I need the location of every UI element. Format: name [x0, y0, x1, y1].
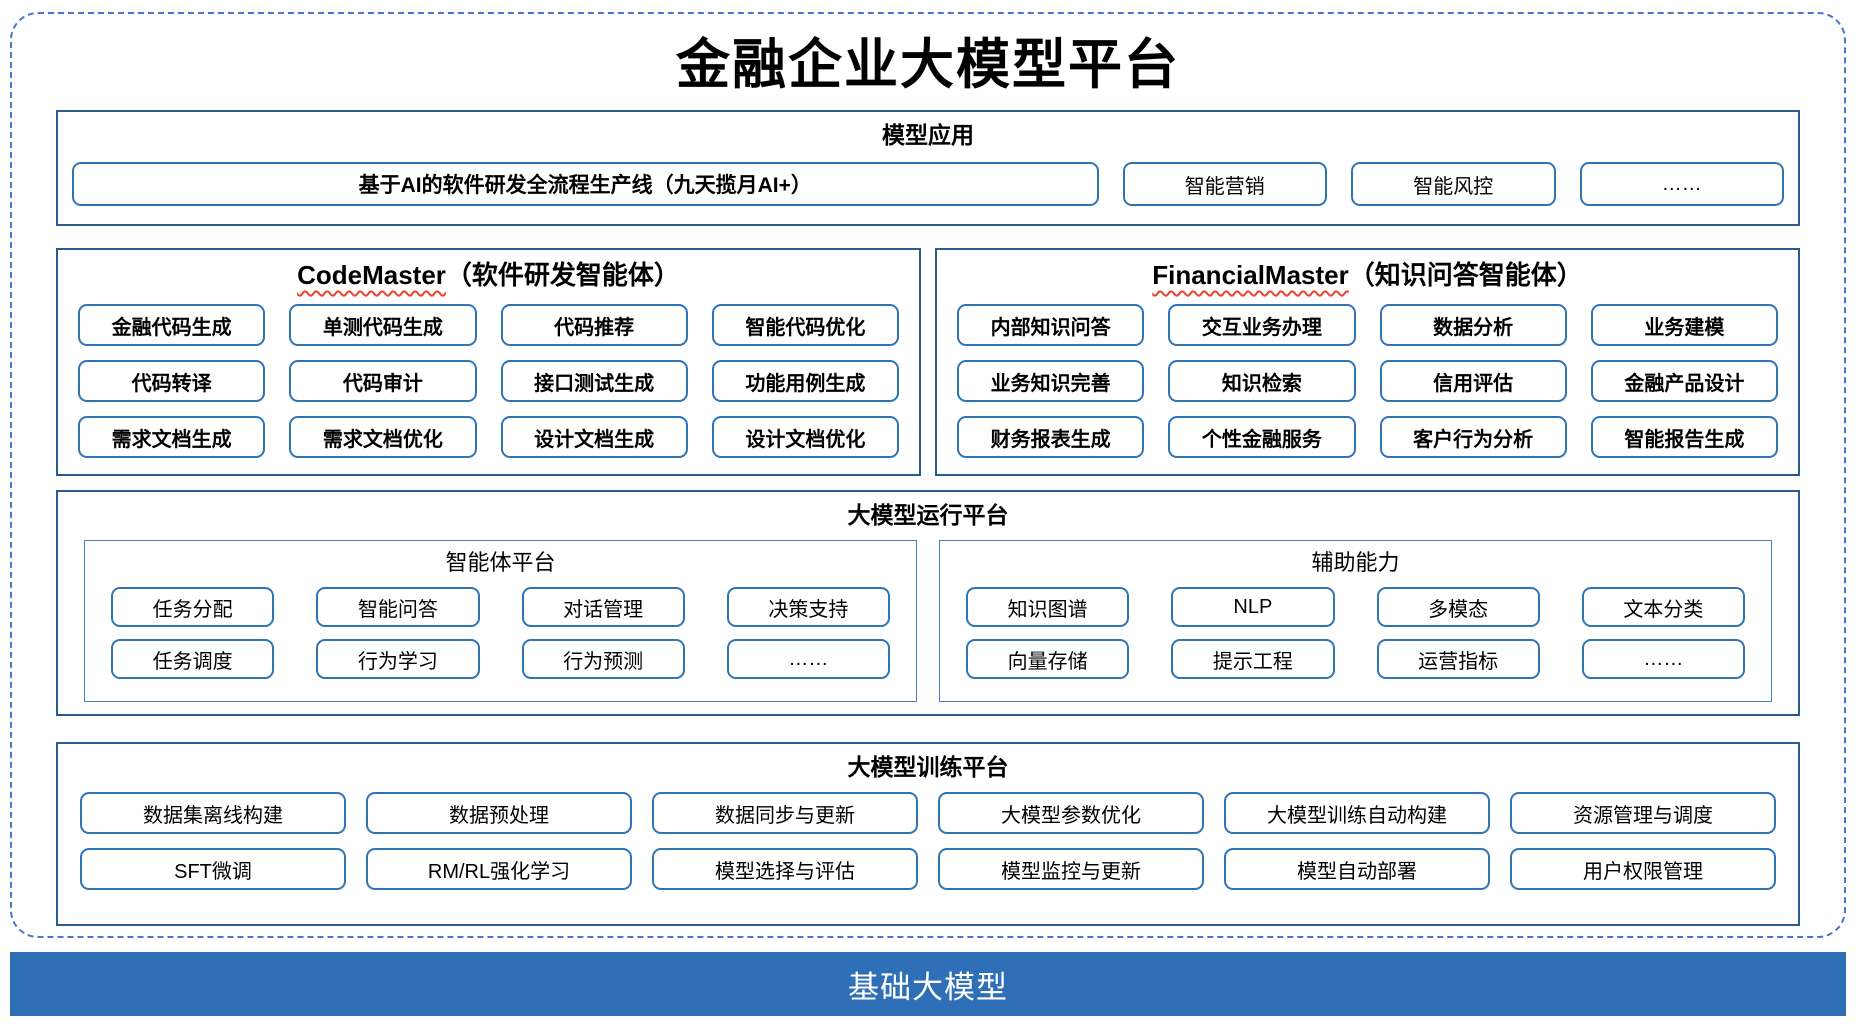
financial-master-item-box: 智能报告生成 — [1590, 416, 1778, 458]
agent-platform-item-box: 行为学习 — [316, 639, 480, 679]
panel-code-master: CodeMaster（软件研发智能体） 金融代码生成单测代码生成代码推荐智能代码… — [56, 248, 921, 476]
financial-master-item-box: 交互业务办理 — [1168, 304, 1356, 346]
training-platform-header: 大模型训练平台 — [847, 754, 1009, 780]
code-master-item-box: 需求文档生成 — [78, 416, 266, 458]
financial-master-item-box: 信用评估 — [1379, 360, 1567, 402]
training-item-box: 模型自动部署 — [1224, 848, 1490, 890]
auxiliary-capability-item-box: …… — [1581, 639, 1745, 679]
training-item-box: 资源管理与调度 — [1510, 792, 1776, 834]
auxiliary-capability-title: 辅助能力 — [1311, 550, 1400, 575]
agent-platform-grid: 任务分配 智能问答 对话管理 决策支持任务调度 行为学习 行为预测 …… — [111, 587, 890, 679]
training-item-box: 模型监控与更新 — [938, 848, 1204, 890]
training-item-box: 大模型参数优化 — [938, 792, 1204, 834]
financial-master-item-box: 金融产品设计 — [1590, 360, 1778, 402]
section-model-application: 模型应用 基于AI的软件研发全流程生产线（九天揽月AI+） 智能营销智能风控 …… — [56, 110, 1800, 226]
financial-master-item-box: 内部知识问答 — [957, 304, 1145, 346]
auxiliary-capability-item-box: 多模态 — [1376, 587, 1540, 627]
financial-master-name: FinancialMaster — [1152, 260, 1349, 290]
agent-platform-item-box: 行为预测 — [521, 639, 685, 679]
training-item-box: 数据预处理 — [366, 792, 632, 834]
training-item-box: 数据集离线构建 — [80, 792, 346, 834]
agents-row: CodeMaster（软件研发智能体） 金融代码生成单测代码生成代码推荐智能代码… — [56, 248, 1800, 476]
agent-platform-item-box: 决策支持 — [726, 587, 890, 627]
auxiliary-capability-item-box: NLP — [1171, 587, 1335, 627]
runtime-platform-header: 大模型运行平台 — [847, 502, 1009, 528]
training-item-box: SFT微调 — [80, 848, 346, 890]
auxiliary-capability-item-box: 知识图谱 — [966, 587, 1130, 627]
code-master-item-box: 代码推荐 — [500, 304, 688, 346]
platform-dashed-frame: 金融企业大模型平台 模型应用 基于AI的软件研发全流程生产线（九天揽月AI+） … — [10, 12, 1846, 938]
financial-master-item-box: 个性金融服务 — [1168, 416, 1356, 458]
auxiliary-capability-item-box: 文本分类 — [1581, 587, 1745, 627]
code-master-item-box: 需求文档优化 — [289, 416, 477, 458]
code-master-item-box: 代码审计 — [289, 360, 477, 402]
code-master-item-box: 代码转译 — [78, 360, 266, 402]
agent-platform-item-box: 对话管理 — [521, 587, 685, 627]
agent-platform-item-box: …… — [726, 639, 890, 679]
training-platform-grid: 数据集离线构建数据预处理数据同步与更新大模型参数优化大模型训练自动构建资源管理与… — [58, 782, 1798, 890]
panel-financial-master: FinancialMaster（知识问答智能体） 内部知识问答交互业务办理数据分… — [935, 248, 1800, 476]
code-master-item-box: 接口测试生成 — [500, 360, 688, 402]
financial-master-title: FinancialMaster（知识问答智能体） — [957, 256, 1778, 294]
application-item-box: 智能营销 — [1122, 162, 1328, 206]
auxiliary-capability-item-box: 向量存储 — [966, 639, 1130, 679]
agent-platform-item-box: 任务分配 — [111, 587, 275, 627]
code-master-item-box: 单测代码生成 — [289, 304, 477, 346]
auxiliary-capability-item-box: 运营指标 — [1376, 639, 1540, 679]
training-item-box: RM/RL强化学习 — [366, 848, 632, 890]
pipeline-box: 基于AI的软件研发全流程生产线（九天揽月AI+） — [72, 162, 1099, 206]
application-item-box: 智能风控 — [1351, 162, 1556, 206]
financial-master-item-box: 数据分析 — [1379, 304, 1567, 346]
code-master-item-box: 设计文档生成 — [500, 416, 688, 458]
auxiliary-capability-item-box: 提示工程 — [1171, 639, 1335, 679]
section-training-platform: 大模型训练平台 数据集离线构建数据预处理数据同步与更新大模型参数优化大模型训练自… — [56, 742, 1800, 926]
code-master-item-box: 功能用例生成 — [711, 360, 899, 402]
code-master-item-box: 设计文档优化 — [711, 416, 899, 458]
section-runtime-platform: 大模型运行平台 智能体平台 任务分配 智能问答 对话管理 决策支持任务调度 行为学习 行为… — [56, 490, 1800, 716]
runtime-groups: 智能体平台 任务分配 智能问答 对话管理 决策支持任务调度 行为学习 行为预测 …… 辅助能… — [58, 530, 1798, 702]
application-item-box: …… — [1579, 162, 1785, 206]
code-master-subtitle: （软件研发智能体） — [445, 260, 680, 290]
financial-master-grid: 内部知识问答交互业务办理数据分析业务建模业务知识完善知识检索信用评估金融产品设计… — [957, 304, 1778, 458]
code-master-item-box: 金融代码生成 — [78, 304, 266, 346]
financial-master-item-box: 知识检索 — [1168, 360, 1356, 402]
financial-master-item-box: 客户行为分析 — [1379, 416, 1567, 458]
financial-master-item-box: 业务知识完善 — [957, 360, 1145, 402]
code-master-name: CodeMaster — [297, 260, 446, 290]
page-title: 金融企业大模型平台 — [676, 32, 1180, 96]
agent-platform-item-box: 智能问答 — [316, 587, 480, 627]
training-item-box: 模型选择与评估 — [652, 848, 918, 890]
agent-platform-item-box: 任务调度 — [111, 639, 275, 679]
financial-master-subtitle: （知识问答智能体） — [1348, 260, 1583, 290]
code-master-grid: 金融代码生成单测代码生成代码推荐智能代码优化代码转译代码审计接口测试生成功能用例… — [78, 304, 899, 458]
code-master-title: CodeMaster（软件研发智能体） — [78, 256, 899, 294]
model-application-header: 模型应用 — [882, 122, 974, 148]
training-item-box: 用户权限管理 — [1510, 848, 1776, 890]
financial-master-item-box: 财务报表生成 — [957, 416, 1145, 458]
model-application-row: 基于AI的软件研发全流程生产线（九天揽月AI+） 智能营销智能风控 …… — [58, 150, 1798, 206]
agent-platform-title: 智能体平台 — [445, 550, 556, 575]
foundation-model-bar: 基础大模型 — [10, 952, 1846, 1016]
training-item-box: 大模型训练自动构建 — [1224, 792, 1490, 834]
group-auxiliary-capability: 辅助能力 知识图谱 NLP 多模态 文本分类向量存储 提示工程 运营指标 …… — [939, 540, 1772, 702]
group-agent-platform: 智能体平台 任务分配 智能问答 对话管理 决策支持任务调度 行为学习 行为预测 …… — [84, 540, 917, 702]
training-item-box: 数据同步与更新 — [652, 792, 918, 834]
code-master-item-box: 智能代码优化 — [711, 304, 899, 346]
financial-master-item-box: 业务建模 — [1590, 304, 1778, 346]
auxiliary-capability-grid: 知识图谱 NLP 多模态 文本分类向量存储 提示工程 运营指标 …… — [966, 587, 1745, 679]
